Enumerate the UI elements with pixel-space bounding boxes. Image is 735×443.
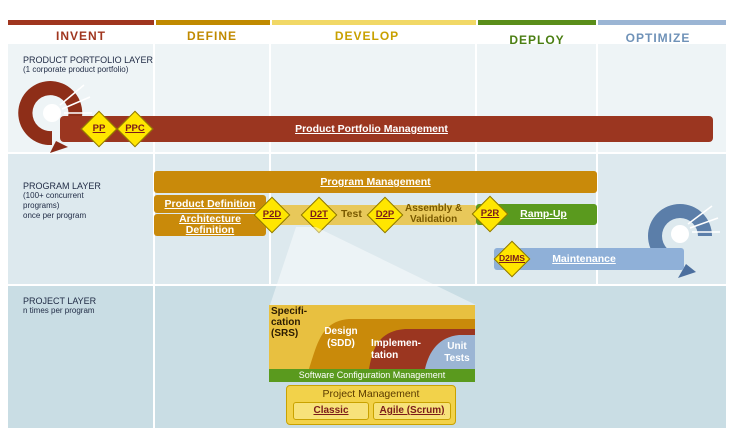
program-layer-line2: programs) — [23, 201, 60, 210]
milestone-p2r[interactable]: P2R — [471, 195, 509, 233]
milestone-ppc-label: PPC — [125, 123, 145, 134]
column-divider — [596, 44, 598, 284]
project-waterfall-diagram — [269, 305, 475, 369]
design-label-line2: (SDD) — [327, 338, 355, 349]
test-label: Test — [341, 208, 362, 220]
spec-label-line2: cation — [271, 317, 301, 328]
spec-label-line3: (SRS) — [271, 328, 299, 339]
milestone-pp[interactable]: PP — [80, 110, 118, 148]
milestone-d2t[interactable]: D2T — [300, 196, 338, 234]
phase-bar-define — [156, 20, 270, 25]
column-divider — [153, 44, 155, 428]
milestone-d2ims[interactable]: D2IMS — [493, 240, 531, 278]
implementation-label: Implemen- tation — [371, 338, 421, 362]
implementation-label-line2: tation — [371, 350, 399, 361]
milestone-d2t-label: D2T — [310, 209, 328, 220]
milestone-d2p-label: D2P — [375, 209, 395, 220]
ramp-up-bar[interactable]: Ramp-Up — [476, 204, 597, 225]
program-layer-heading: PROGRAM LAYER — [23, 181, 101, 191]
portfolio-layer-heading: PRODUCT PORTFOLIO LAYER — [23, 55, 154, 65]
assembly-label-line1: Assembly & — [405, 203, 463, 214]
phase-bar-deploy — [478, 20, 596, 25]
project-layer-heading: PROJECT LAYER — [23, 296, 97, 306]
design-label-line1: Design — [324, 326, 358, 337]
agile-scrum-button[interactable]: Agile (Scrum) — [373, 402, 451, 420]
project-layer-title: PROJECT LAYER n times per program — [23, 296, 96, 316]
portfolio-layer-title: PRODUCT PORTFOLIO LAYER (1 corporate pro… — [23, 55, 153, 75]
ramp-up-label: Ramp-Up — [520, 208, 567, 220]
column-divider — [269, 44, 271, 284]
phase-bar-optimize — [598, 20, 726, 25]
phase-label-invent: INVENT — [55, 29, 106, 43]
zoom-cone — [270, 227, 476, 305]
classic-label: Classic — [313, 405, 349, 416]
program-management-label: Program Management — [320, 176, 431, 188]
product-definition-bar[interactable]: Product Definition — [154, 195, 266, 213]
column-divider — [475, 44, 477, 284]
architecture-definition-bar[interactable]: Architecture Definition — [154, 214, 266, 236]
portfolio-spiral-arrow-icon — [18, 81, 92, 153]
phase-bar-develop — [272, 20, 476, 25]
milestone-p2d[interactable]: P2D — [253, 196, 291, 234]
scm-label: Software Configuration Management — [298, 370, 446, 380]
portfolio-management-label: Product Portfolio Management — [295, 123, 448, 135]
assembly-label: Assembly & Validation — [405, 203, 462, 225]
agile-scrum-label: Agile (Scrum) — [379, 405, 445, 416]
milestone-pp-label: PP — [92, 123, 106, 134]
milestone-d2p[interactable]: D2P — [366, 196, 404, 234]
product-definition-label: Product Definition — [164, 198, 256, 210]
phase-bar-invent — [8, 20, 154, 25]
assembly-label-line2: Validation — [410, 214, 458, 225]
unit-tests-label-line1: Unit — [447, 341, 467, 352]
program-layer-line1: (100+ concurrent — [23, 191, 84, 200]
milestone-p2r-label: P2R — [480, 208, 500, 219]
phase-label-deploy: DEPLOY — [509, 33, 565, 47]
design-label: Design (SDD) — [320, 326, 362, 350]
maintenance-bar[interactable]: Maintenance — [494, 248, 684, 270]
portfolio-management-bar[interactable]: Product Portfolio Management — [60, 116, 713, 142]
maintenance-label: Maintenance — [552, 253, 616, 265]
implementation-label-line1: Implemen- — [371, 338, 422, 349]
phase-label-optimize: OPTIMIZE — [625, 31, 691, 45]
unit-tests-label: Unit Tests — [440, 341, 474, 365]
program-layer-title: PROGRAM LAYER (100+ concurrent programs)… — [23, 181, 101, 221]
spec-label: Specifi- cation (SRS) — [271, 306, 307, 339]
milestone-p2d-label: P2D — [262, 209, 282, 220]
project-management-title: Project Management — [322, 388, 420, 400]
architecture-definition-label-line1: Architecture — [179, 213, 241, 225]
phase-label-define: DEFINE — [186, 29, 237, 43]
spec-label-line1: Specifi- — [271, 306, 308, 317]
phase-label-develop: DEVELOP — [334, 29, 400, 43]
project-layer-subtitle: n times per program — [23, 306, 95, 315]
program-layer-line3: once per program — [23, 211, 87, 220]
portfolio-layer-subtitle: (1 corporate product portfolio) — [23, 65, 129, 74]
unit-tests-label-line2: Tests — [444, 353, 470, 364]
classic-button[interactable]: Classic — [293, 402, 369, 420]
milestone-d2ims-label: D2IMS — [499, 253, 525, 263]
program-management-bar[interactable]: Program Management — [154, 171, 597, 193]
architecture-definition-label-line2: Definition — [185, 224, 235, 236]
milestone-ppc[interactable]: PPC — [116, 110, 154, 148]
scm-bar[interactable]: Software Configuration Management — [269, 369, 475, 382]
project-management-box: Project Management Classic Agile (Scrum) — [286, 385, 456, 425]
